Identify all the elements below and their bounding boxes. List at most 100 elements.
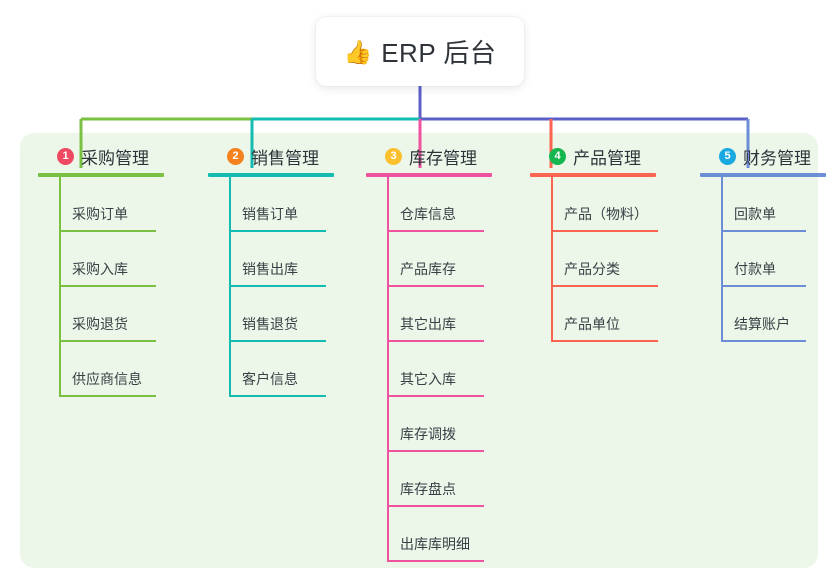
column-badge-4: 4 xyxy=(549,147,566,165)
leaf-label: 产品库存 xyxy=(400,261,456,277)
leaf-item[interactable]: 其它出库 xyxy=(387,287,492,342)
branch-column-2: 2 销售管理销售订单销售出库销售退货客户信息 xyxy=(208,143,334,397)
leaf-label: 出库库明细 xyxy=(400,536,470,552)
leaf-stem-5 xyxy=(721,177,723,342)
leaf-stem-1 xyxy=(59,177,61,397)
leaf-label: 客户信息 xyxy=(242,371,298,387)
leaf-list-4: 产品（物料） 产品分类产品单位 xyxy=(530,177,658,342)
leaf-item[interactable]: 结算账户 xyxy=(721,287,826,342)
column-header-5[interactable]: 5 财务管理 xyxy=(700,143,826,169)
leaf-item[interactable]: 产品（物料） xyxy=(551,177,658,232)
leaf-label: 仓库信息 xyxy=(400,206,456,222)
leaf-item[interactable]: 出库库明细 xyxy=(387,507,492,562)
leaf-item[interactable]: 采购订单 xyxy=(59,177,164,232)
leaf-label: 结算账户 xyxy=(734,316,790,332)
column-header-1[interactable]: 1 采购管理 xyxy=(38,143,164,169)
leaf-label: 销售出库 xyxy=(242,261,298,277)
leaf-item[interactable]: 采购退货 xyxy=(59,287,164,342)
leaf-item[interactable]: 库存调拨 xyxy=(387,397,492,452)
leaf-item[interactable]: 销售退货 xyxy=(229,287,334,342)
leaf-rule xyxy=(387,450,484,452)
leaf-rule xyxy=(387,340,484,342)
leaf-rule xyxy=(59,395,156,397)
leaf-label: 产品分类 xyxy=(564,261,620,277)
leaf-rule xyxy=(387,230,484,232)
column-badge-1: 1 xyxy=(57,147,74,165)
leaf-label: 付款单 xyxy=(734,261,776,277)
column-title-3: 库存管理 xyxy=(409,148,477,168)
leaf-rule xyxy=(551,230,658,232)
leaf-item[interactable]: 回款单 xyxy=(721,177,826,232)
column-badge-5: 5 xyxy=(719,147,736,165)
leaf-list-5: 回款单付款单结算账户 xyxy=(700,177,826,342)
branch-column-4: 4 产品管理产品（物料） 产品分类产品单位 xyxy=(530,143,658,342)
column-rule-3 xyxy=(366,173,492,177)
root-node[interactable]: 👍 ERP 后台 xyxy=(316,17,524,86)
leaf-item[interactable]: 销售订单 xyxy=(229,177,334,232)
leaf-rule xyxy=(721,285,806,287)
leaf-label: 采购订单 xyxy=(72,206,128,222)
leaf-item[interactable]: 销售出库 xyxy=(229,232,334,287)
leaf-label: 库存盘点 xyxy=(400,481,456,497)
leaf-item[interactable]: 采购入库 xyxy=(59,232,164,287)
leaf-label: 采购退货 xyxy=(72,316,128,332)
leaf-label: 采购入库 xyxy=(72,261,128,277)
leaf-rule xyxy=(721,230,806,232)
leaf-rule xyxy=(229,340,326,342)
leaf-rule xyxy=(229,230,326,232)
leaf-label: 回款单 xyxy=(734,206,776,222)
root-node-title: ERP 后台 xyxy=(381,38,497,68)
leaf-item[interactable]: 库存盘点 xyxy=(387,452,492,507)
branch-column-1: 1 采购管理采购订单采购入库采购退货供应商信息 xyxy=(38,143,164,397)
root-node-content: 👍 ERP 后台 xyxy=(344,33,497,70)
leaf-item[interactable]: 产品库存 xyxy=(387,232,492,287)
leaf-item[interactable]: 供应商信息 xyxy=(59,342,164,397)
column-title-5: 财务管理 xyxy=(743,148,811,168)
leaf-item[interactable]: 付款单 xyxy=(721,232,826,287)
column-title-4: 产品管理 xyxy=(573,148,641,168)
leaf-item[interactable]: 仓库信息 xyxy=(387,177,492,232)
leaf-stem-4 xyxy=(551,177,553,342)
leaf-list-3: 仓库信息产品库存其它出库其它入库库存调拨库存盘点出库库明细 xyxy=(366,177,492,562)
leaf-rule xyxy=(59,340,156,342)
leaf-label: 其它入库 xyxy=(400,371,456,387)
leaf-rule xyxy=(387,560,484,562)
leaf-rule xyxy=(229,285,326,287)
leaf-label: 销售退货 xyxy=(242,316,298,332)
leaf-item[interactable]: 客户信息 xyxy=(229,342,334,397)
column-title-2: 销售管理 xyxy=(251,148,319,168)
leaf-rule xyxy=(551,285,658,287)
column-rule-4 xyxy=(530,173,656,177)
leaf-item[interactable]: 产品分类 xyxy=(551,232,658,287)
leaf-label: 库存调拨 xyxy=(400,426,456,442)
leaf-rule xyxy=(721,340,806,342)
leaf-rule xyxy=(387,505,484,507)
column-header-4[interactable]: 4 产品管理 xyxy=(530,143,656,169)
column-title-1: 采购管理 xyxy=(81,148,149,168)
leaf-list-2: 销售订单销售出库销售退货客户信息 xyxy=(208,177,334,397)
column-badge-2: 2 xyxy=(227,147,244,165)
leaf-stem-2 xyxy=(229,177,231,397)
leaf-label: 其它出库 xyxy=(400,316,456,332)
leaf-rule xyxy=(387,285,484,287)
column-rule-5 xyxy=(700,173,826,177)
leaf-list-1: 采购订单采购入库采购退货供应商信息 xyxy=(38,177,164,397)
column-header-2[interactable]: 2 销售管理 xyxy=(208,143,334,169)
branch-column-5: 5 财务管理回款单付款单结算账户 xyxy=(700,143,826,342)
leaf-item[interactable]: 其它入库 xyxy=(387,342,492,397)
column-rule-2 xyxy=(208,173,334,177)
column-rule-1 xyxy=(38,173,164,177)
leaf-rule xyxy=(59,285,156,287)
leaf-rule xyxy=(387,395,484,397)
leaf-label: 产品（物料） xyxy=(564,206,648,222)
thumbs-up-icon: 👍 xyxy=(343,39,373,65)
diagram-panel xyxy=(20,133,818,568)
leaf-label: 销售订单 xyxy=(242,206,298,222)
leaf-item[interactable]: 产品单位 xyxy=(551,287,658,342)
leaf-label: 供应商信息 xyxy=(72,371,142,387)
leaf-rule xyxy=(59,230,156,232)
leaf-rule xyxy=(551,340,658,342)
